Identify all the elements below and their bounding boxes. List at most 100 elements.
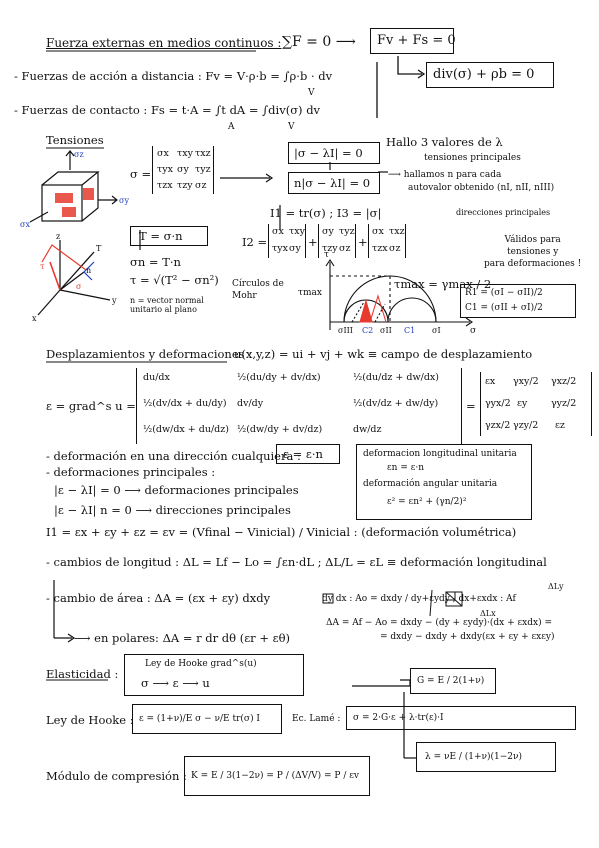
- s22: dw/dz: [353, 424, 382, 435]
- lame-label: Ec. Lamé :: [292, 714, 341, 724]
- area-sketch: [322, 589, 463, 617]
- hallo-text: Hallo 3 valores de λ: [386, 135, 503, 149]
- m01: τxy: [177, 148, 193, 159]
- m00: σx: [157, 148, 169, 159]
- e21: γzy/2: [513, 420, 539, 431]
- i2-det-2: σy τyz τzy σz: [318, 224, 356, 258]
- normal-note: n = vector normal unitario al plano: [130, 296, 204, 314]
- m21: τzy: [177, 180, 193, 191]
- hooke-flow-bottom: σ ⟶ ε ⟶ u: [141, 676, 210, 690]
- m12: τyz: [195, 164, 211, 175]
- hooke-flow-top: Ley de Hooke grad^s(u): [145, 659, 257, 669]
- tau-max-label: τmax: [298, 288, 322, 298]
- length-change: - cambios de longitud : ΔL = Lf − Lo = ∫…: [46, 555, 547, 569]
- delta-ly: ΔLy: [548, 582, 564, 591]
- tau-max-eq: τmax = γmax / 2: [394, 277, 492, 291]
- e20: γzx/2: [485, 420, 511, 431]
- cube-label-y: σy: [119, 196, 129, 205]
- tick-siii: σIII: [338, 326, 353, 335]
- e00: εx: [485, 376, 496, 387]
- tick-c2: C2: [362, 326, 374, 335]
- s21: ½(dw/dy + dv/dz): [237, 424, 323, 435]
- d3c: τzx: [372, 243, 388, 254]
- modulo-label: Módulo de compresión :: [46, 769, 187, 783]
- contact-sub-a: A: [228, 122, 235, 132]
- flow-arrows: [53, 162, 416, 759]
- ang-def-title: deformación angular unitaria: [363, 479, 498, 489]
- def-principales: - deformaciones principales :: [46, 465, 216, 479]
- equilibrium-box: Fv + Fs = 0: [370, 28, 456, 54]
- d2b: τyz: [339, 226, 355, 237]
- i2-det-3: σx τxz τzx σz: [368, 224, 406, 258]
- tau-eq: τ = √(T² − σn²): [130, 273, 219, 287]
- elast-heading: Elasticidad :: [46, 667, 119, 681]
- strain-vec-eq: ε = ε·n: [283, 447, 323, 461]
- axis-n: n: [86, 266, 92, 275]
- cube-label-z: σz: [74, 150, 84, 159]
- tensiones-heading: Tensiones: [46, 133, 104, 147]
- cube-label-x: σx: [20, 220, 30, 229]
- displacement-field: u(x,y,z) = ui + vj + wk ≡ campo de despl…: [234, 347, 533, 361]
- cauchy-eq: div(σ) + ρb = 0: [433, 67, 535, 82]
- tick-si: σI: [432, 326, 441, 335]
- d2a: σy: [322, 226, 334, 237]
- i2-det-1: σx τxy τyx σy: [268, 224, 306, 258]
- e01: γxy/2: [513, 376, 539, 387]
- tensiones-principales: tensiones principales: [424, 153, 521, 163]
- d3b: τxz: [389, 226, 405, 237]
- long-def-box: deformacion longitudinal unitaria εn = ε…: [356, 444, 532, 520]
- vol-strain: I1 = εx + εy + εz = εv = (Vfinal − Vinic…: [46, 525, 517, 539]
- d3a: σx: [372, 226, 384, 237]
- polar-area: ⟶ en polares: ΔA = r dr dθ (εr + εθ): [74, 631, 290, 645]
- axis-z: z: [56, 232, 61, 241]
- m10: τyx: [157, 164, 173, 175]
- axis-x: x: [32, 314, 37, 323]
- s02: ½(du/dz + dw/dx): [353, 372, 439, 383]
- i2-label: I2 =: [242, 235, 268, 249]
- e22: εz: [555, 420, 565, 431]
- hooke-flow-box: Ley de Hooke grad^s(u) σ ⟶ ε ⟶ u: [124, 654, 304, 696]
- lame-eq: σ = 2·G·ε + λ·tr(ε)·I: [353, 713, 444, 723]
- area-calc-2: = dxdy − dxdy + dxdy(εx + εy + εxεy): [380, 632, 555, 642]
- hooke-label: Ley de Hooke :: [46, 713, 134, 727]
- sum-forces-eq: ∑F = 0 ⟶: [282, 34, 356, 50]
- page-title: Fuerza externas en medios continuos :: [46, 36, 282, 50]
- strain-lhs: ε = grad^s u =: [46, 399, 136, 413]
- d2c: τzy: [322, 243, 338, 254]
- d3d: σz: [389, 243, 401, 254]
- d1c: τyx: [272, 243, 288, 254]
- s10: ½(dv/dx + du/dy): [143, 398, 227, 409]
- contact-forces: - Fuerzas de contacto : Fs = t·A = ∫t dA…: [14, 103, 321, 117]
- mohr-diagram: [325, 259, 473, 330]
- equilibrium-eq: Fv + Fs = 0: [377, 33, 456, 48]
- s00: du/dx: [143, 372, 170, 383]
- mohr-sigma-axis: σ: [470, 326, 477, 336]
- direcciones-principales: direcciones principales: [456, 208, 551, 217]
- strain-vec-box: ε = ε·n: [276, 444, 340, 464]
- m22: σz: [195, 180, 207, 191]
- def-direction: - deformación en una dirección cualquier…: [46, 449, 301, 463]
- hallamos-text: ⟶ hallamos n para cada: [388, 170, 502, 180]
- hooke-law-eq: ε = (1+ν)/E σ − ν/E tr(σ) I: [139, 714, 260, 724]
- d2d: σz: [339, 243, 351, 254]
- G-eq: G = E / 2(1+ν): [417, 676, 485, 686]
- lame-box: σ = 2·G·ε + λ·tr(ε)·I: [346, 706, 576, 730]
- hooke-law-box: ε = (1+ν)/E σ − ν/E tr(σ) I: [132, 704, 282, 734]
- stress-matrix: σx τxy τxz τyx σy τyz τzx τzy σz: [152, 146, 214, 194]
- axis-T: T: [96, 244, 102, 253]
- hook-arrow: [397, 56, 422, 75]
- validos-note: Válidos para tensiones y para deformacio…: [484, 235, 582, 269]
- eigen-vec-box: n|σ − λI| = 0: [288, 172, 380, 194]
- bulk-modulus-box: K = E / 3(1−2ν) = P / (ΔV/V) = P / εv: [184, 756, 370, 796]
- d1d: σy: [289, 243, 301, 254]
- axis-y: y: [112, 296, 117, 305]
- stress-vector-sketch: [37, 240, 111, 316]
- strain-matrix-short: εx γxy/2 γxz/2 γyx/2 εy γyz/2 γzx/2 γzy/…: [480, 372, 592, 436]
- traction-box: T = σ·n: [130, 226, 208, 246]
- m02: τxz: [195, 148, 211, 159]
- lambda-box: λ = νE / (1+ν)(1−2ν): [416, 742, 556, 772]
- contact-sub-v: V: [288, 122, 295, 132]
- d1a: σx: [272, 226, 284, 237]
- s12: ½(dv/dz + dw/dy): [353, 398, 439, 409]
